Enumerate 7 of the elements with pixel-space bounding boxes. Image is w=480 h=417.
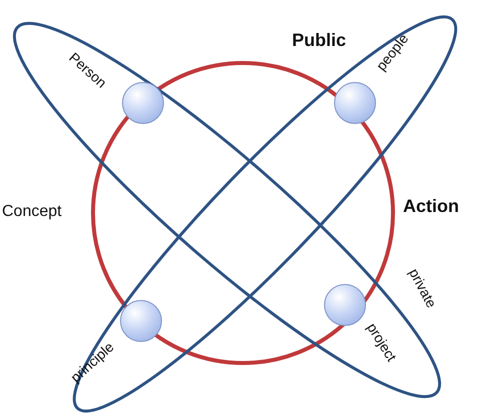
sphere-node: [122, 82, 164, 124]
axis-label: Action: [403, 196, 459, 217]
sphere-node: [120, 300, 162, 342]
sphere-node: [324, 284, 366, 326]
axis-label: Public: [292, 30, 346, 51]
sphere-node: [334, 82, 376, 124]
axis-label: Concept: [2, 203, 62, 221]
